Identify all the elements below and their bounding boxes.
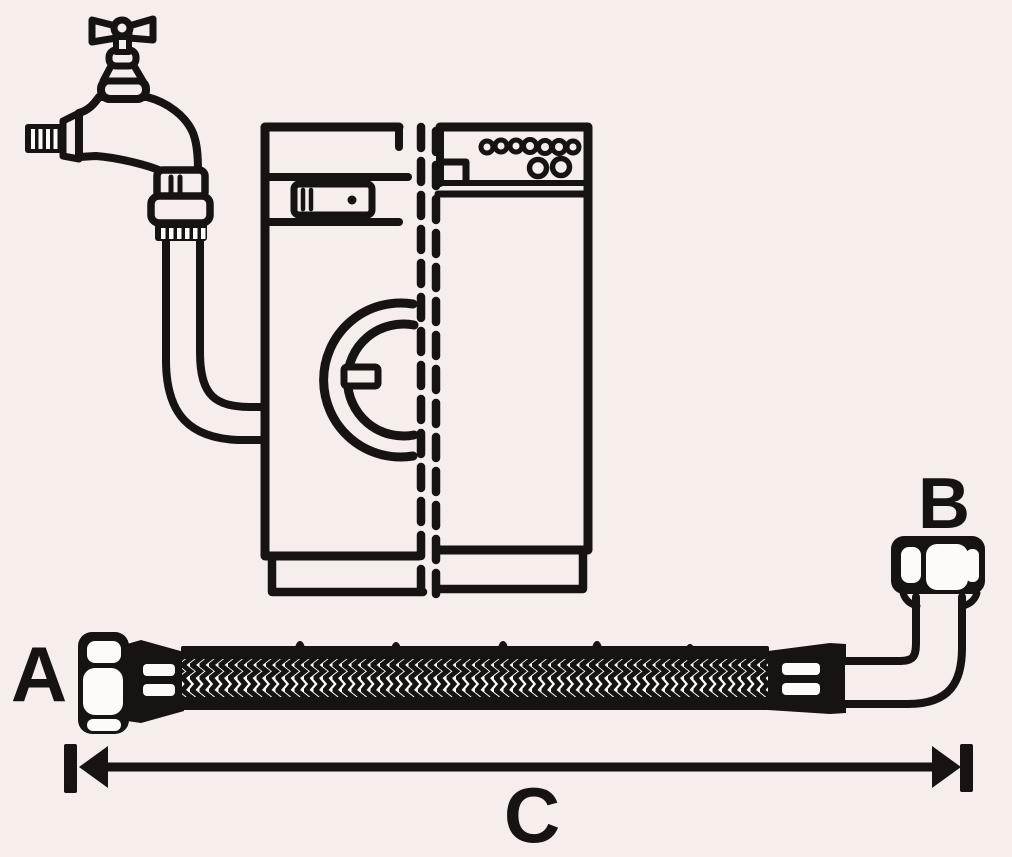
straight-nut-connector-a [78, 632, 129, 734]
detergent-drawer [290, 180, 376, 219]
elbow-connector-b [841, 589, 981, 708]
label-connector-b: B [918, 464, 970, 544]
appliance-control-panel-half [432, 122, 593, 594]
tap-body [75, 93, 202, 175]
braided-supply-hose [78, 536, 985, 734]
machine-plinth-left [267, 552, 428, 597]
arrowhead-left [79, 746, 108, 788]
label-connector-a: A [11, 630, 67, 718]
door-handle [340, 363, 382, 390]
control-panel-buttons [478, 137, 582, 180]
arrowhead-right [932, 746, 961, 788]
water-tap-icon [25, 15, 214, 241]
hose-crimp-a [127, 640, 184, 723]
hose-crimp-b [768, 643, 846, 714]
label-hose-length-c: C [504, 771, 560, 857]
length-dimension-arrow [64, 744, 973, 793]
tap-spout-thread [25, 124, 63, 153]
panel-step-detail [436, 158, 470, 186]
washing-machine-front-half [260, 122, 428, 597]
connector-knurled-ring [155, 221, 207, 241]
cut-line-dashed [416, 122, 441, 606]
braided-hose-body [181, 641, 769, 710]
dimension-end-bar-right [960, 744, 973, 792]
elbow-nut-b [891, 536, 985, 594]
tap-hose-connector [147, 166, 214, 241]
machine-plinth-right [432, 546, 588, 594]
curved-inlet-hose [162, 234, 276, 444]
dimension-end-bar-left [64, 744, 77, 793]
door-porthole [319, 298, 419, 462]
tap-handle [88, 15, 157, 46]
